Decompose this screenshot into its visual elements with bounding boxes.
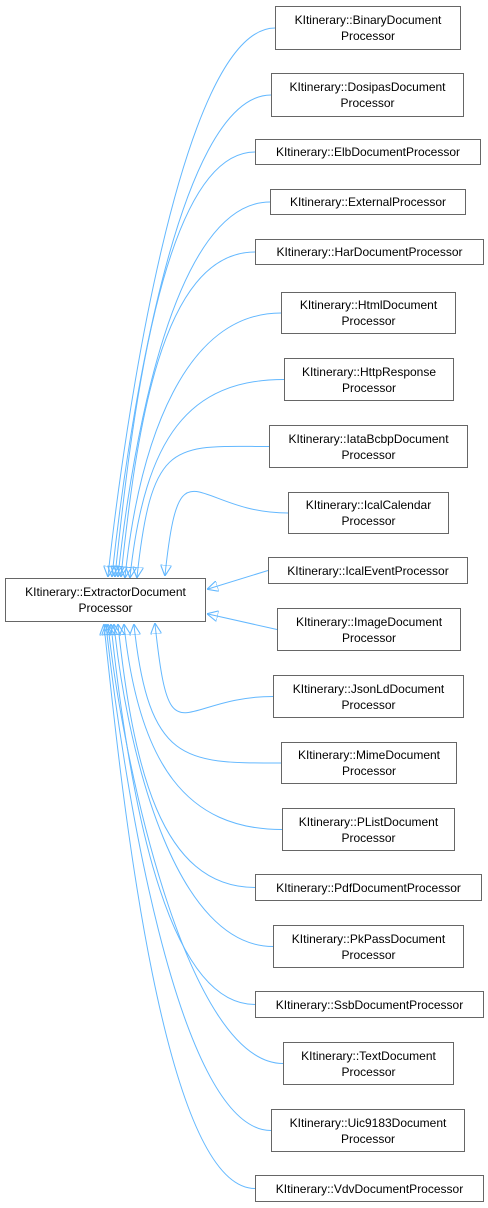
inheritance-arrow-icalevent (208, 570, 269, 590)
class-name-text: Processor (341, 514, 396, 528)
inheritance-arrow-binary (108, 27, 276, 576)
class-name-text: Processor (341, 447, 396, 462)
inheritance-arrow-image (208, 614, 278, 630)
inheritance-arrow-dosipas (112, 94, 272, 576)
class-name-text: KItinerary::HttpResponse (301, 364, 437, 379)
derived-class-node-icalevent[interactable]: KItinerary::IcalEventProcessor (268, 557, 468, 584)
class-name-text: KItinerary::BinaryDocument (294, 13, 442, 27)
inheritance-arrow-mime (134, 625, 282, 764)
class-name-text: KItinerary::DosipasDocument (289, 80, 446, 94)
class-name-text: Processor (341, 697, 396, 712)
class-name-text: Processor (340, 96, 395, 110)
derived-class-node-external[interactable]: KItinerary::ExternalProcessor (270, 189, 466, 215)
class-name-text: KItinerary::ElbDocumentProcessor (275, 145, 461, 159)
class-name-text: KItinerary::MimeDocument (297, 748, 441, 762)
class-name-text: KItinerary::PdfDocumentProcessor (276, 880, 461, 895)
class-name-text: KItinerary::ExtractorDocument (25, 585, 186, 599)
class-name-text: Processor (341, 764, 397, 778)
class-name-text: Processor (341, 630, 397, 645)
class-name-text: Processor (341, 947, 396, 962)
class-name-text: KItinerary::HarDocumentProcessor (276, 245, 463, 259)
class-name-text: Processor (341, 1064, 396, 1079)
derived-class-node-har[interactable]: KItinerary::HarDocumentProcessor (255, 239, 484, 265)
class-name-text: KItinerary::HtmlDocument (299, 298, 438, 312)
inheritance-arrow-uic (106, 625, 272, 1131)
class-name-text: KItinerary::PListDocument (298, 814, 439, 829)
derived-class-node-vdv[interactable]: KItinerary::VdvDocumentProcessor (255, 1175, 484, 1202)
class-name-text: Processor (341, 314, 396, 328)
class-name-text: Processor (340, 29, 396, 43)
derived-class-node-elb[interactable]: KItinerary::ElbDocumentProcessor (255, 139, 481, 165)
inheritance-arrow-iata (137, 445, 270, 577)
class-name-text: KItinerary::VdvDocumentProcessor (275, 1181, 464, 1196)
class-name-text: Processor (340, 1131, 396, 1146)
inheritance-arrow-text (108, 625, 284, 1064)
inheritance-arrow-elb (115, 151, 256, 576)
inheritance-arrow-jsonld (155, 624, 274, 714)
inheritance-arrow-ssb (111, 625, 256, 1005)
class-name-text: KItinerary::JsonLdDocument (292, 681, 445, 696)
class-name-text: KItinerary::IcalCalendar (305, 498, 432, 512)
class-name-text: KItinerary::ExternalProcessor (289, 195, 447, 209)
class-name-text: KItinerary::TextDocument (301, 1048, 436, 1063)
class-name-text: KItinerary::PkPassDocument (291, 931, 446, 946)
class-name-text: KItinerary::Uic9183Document (289, 1115, 447, 1130)
class-name-text: KItinerary::ImageDocument (295, 614, 443, 629)
inheritance-arrow-external (118, 201, 271, 576)
class-name-text: Processor (341, 830, 396, 845)
inheritance-arrow-har (121, 251, 256, 576)
inheritance-arrow-pdf (118, 625, 256, 888)
derived-class-node-pdf[interactable]: KItinerary::PdfDocumentProcessor (255, 874, 482, 901)
inheritance-arrow-http (130, 379, 285, 578)
inheritance-arrow-vdv (104, 625, 256, 1189)
class-name-text: Processor (78, 601, 133, 615)
inheritance-arrow-pkpass (114, 625, 274, 947)
class-name-text: KItinerary::IcalEventProcessor (287, 563, 449, 578)
derived-class-node-ssb[interactable]: KItinerary::SsbDocumentProcessor (255, 991, 484, 1018)
inheritance-arrow-plist (124, 625, 283, 830)
inheritance-edges (104, 27, 289, 1189)
class-name-text: Processor (341, 380, 397, 395)
class-name-text: KItinerary::SsbDocumentProcessor (275, 997, 464, 1012)
class-name-text: KItinerary::IataBcbpDocument (288, 431, 449, 446)
inheritance-arrow-html (125, 312, 282, 577)
inheritance-arrow-icalcal (165, 491, 289, 575)
